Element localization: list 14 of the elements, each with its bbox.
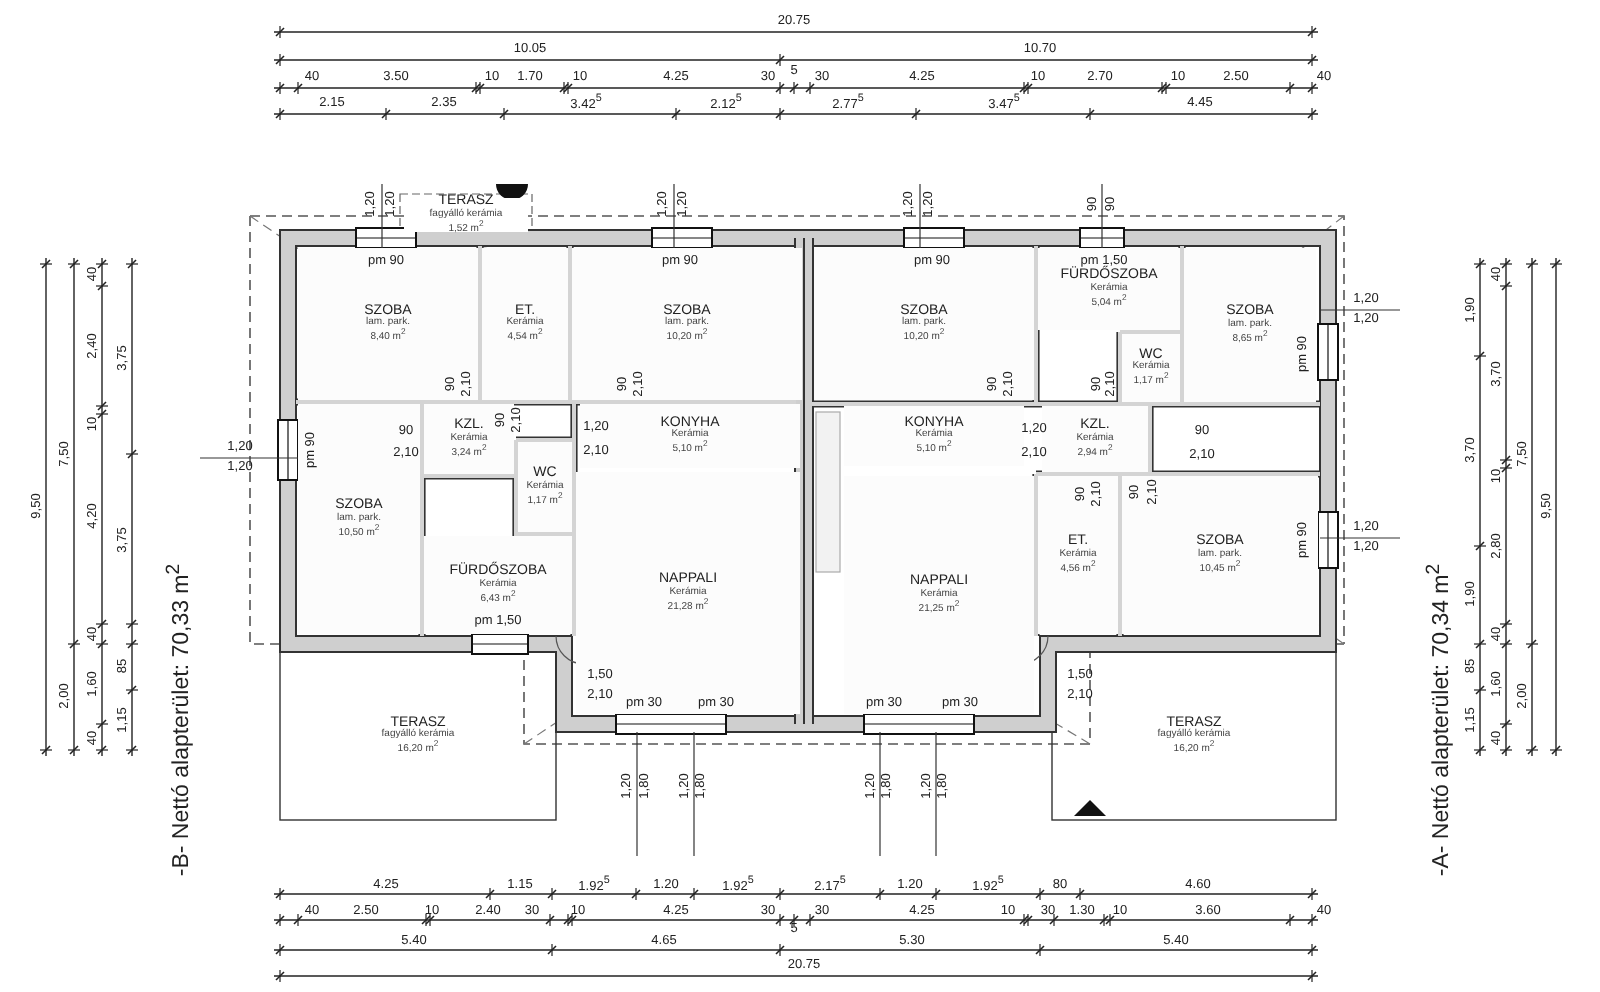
room bbox=[576, 472, 800, 714]
room bbox=[1038, 248, 1180, 330]
room bbox=[482, 248, 568, 400]
room bbox=[298, 404, 420, 634]
room bbox=[1122, 334, 1180, 402]
room bbox=[518, 442, 572, 532]
room bbox=[1184, 248, 1316, 402]
room bbox=[1122, 476, 1318, 634]
room bbox=[424, 404, 514, 474]
room bbox=[298, 248, 478, 400]
room bbox=[1038, 476, 1118, 634]
room bbox=[424, 536, 572, 634]
room bbox=[572, 248, 802, 400]
room bbox=[580, 404, 800, 468]
